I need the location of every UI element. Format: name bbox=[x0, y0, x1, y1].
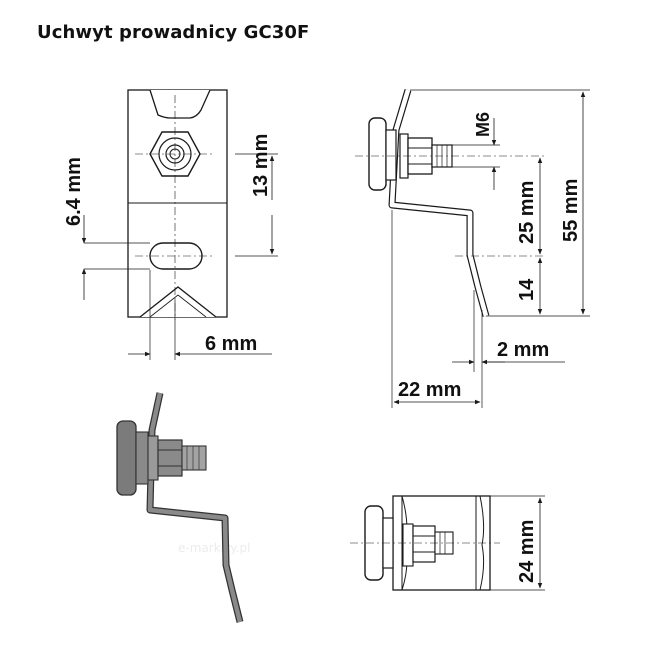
dim-13-mm: 13 mm bbox=[250, 134, 272, 197]
dim-24-mm: 24 mm bbox=[516, 520, 538, 583]
dim-25-mm: 25 mm bbox=[516, 181, 538, 244]
side-view bbox=[355, 88, 590, 408]
front-view bbox=[81, 89, 278, 360]
top-view bbox=[350, 495, 545, 591]
perspective-view bbox=[116, 392, 244, 623]
watermark: e-markizy.pl bbox=[178, 541, 251, 555]
page-title: Uchwyt prowadnicy GC30F bbox=[37, 22, 310, 43]
dim-6-4-mm: 6.4 mm bbox=[63, 157, 85, 226]
dim-6-mm: 6 mm bbox=[205, 333, 257, 355]
dim-14: 14 bbox=[516, 278, 538, 301]
dim-2-mm: 2 mm bbox=[497, 339, 549, 361]
dim-22-mm: 22 mm bbox=[398, 379, 461, 401]
dim-m6: M6 bbox=[473, 112, 493, 137]
dim-55-mm: 55 mm bbox=[560, 179, 582, 242]
